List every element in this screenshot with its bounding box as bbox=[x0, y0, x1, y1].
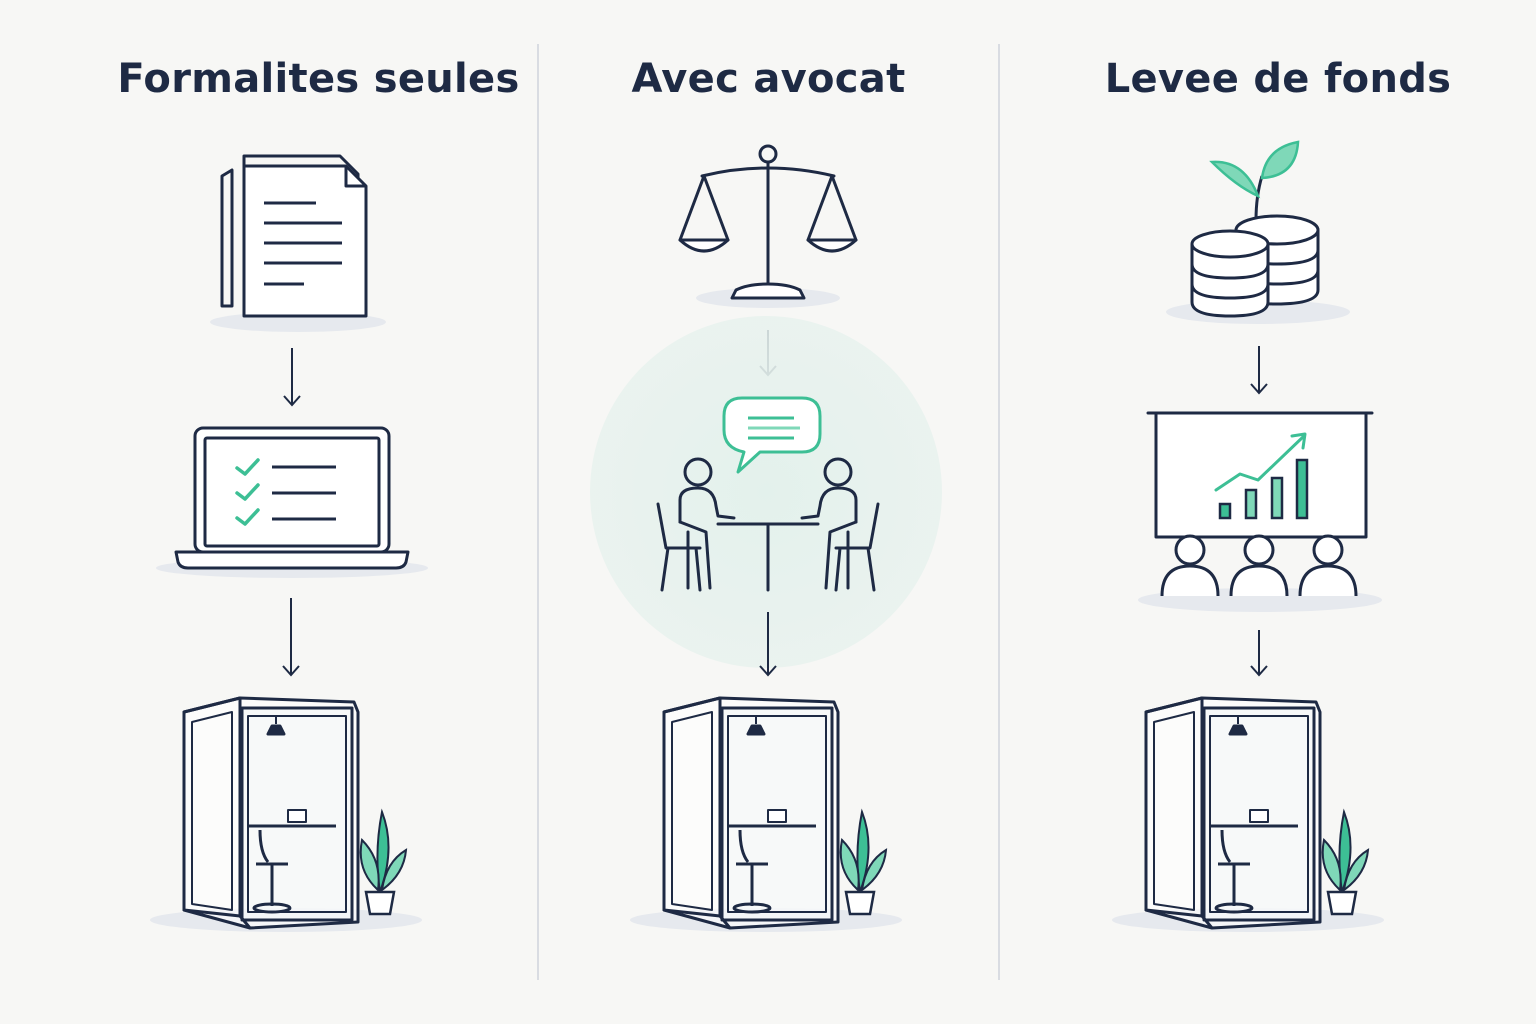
arrow-down-icon bbox=[1250, 630, 1268, 677]
phone-booth-icon bbox=[150, 696, 422, 932]
column-formalites-seules: Formalites seules bbox=[0, 0, 537, 1024]
column-divider-1 bbox=[537, 44, 539, 980]
arrow-down-icon bbox=[759, 612, 777, 677]
laptop-checklist-icon bbox=[156, 426, 428, 578]
arrow-down-icon bbox=[283, 348, 301, 407]
speech-bubble-icon bbox=[722, 396, 822, 474]
phone-booth-icon bbox=[1112, 696, 1384, 932]
document-icon bbox=[210, 154, 386, 332]
column-title: Avec avocat bbox=[631, 56, 906, 102]
potted-plant-icon bbox=[839, 808, 888, 916]
investor-pitch-icon bbox=[1138, 411, 1382, 612]
scales-of-justice-icon bbox=[678, 144, 858, 308]
column-levee-de-fonds: Levee de fonds bbox=[1000, 0, 1536, 1024]
coins-plant-icon bbox=[1166, 140, 1350, 324]
column-title: Formalites seules bbox=[117, 56, 520, 102]
phone-booth-icon bbox=[630, 696, 902, 932]
arrow-down-icon bbox=[1250, 346, 1268, 395]
arrow-down-icon bbox=[282, 598, 300, 677]
column-divider-2 bbox=[998, 44, 1000, 980]
potted-plant-icon bbox=[1321, 808, 1370, 916]
column-avec-avocat: Avec avocat bbox=[538, 0, 999, 1024]
potted-plant-icon bbox=[359, 808, 408, 916]
column-title: Levee de fonds bbox=[1104, 56, 1452, 102]
lawyer-meeting-icon bbox=[590, 316, 942, 668]
